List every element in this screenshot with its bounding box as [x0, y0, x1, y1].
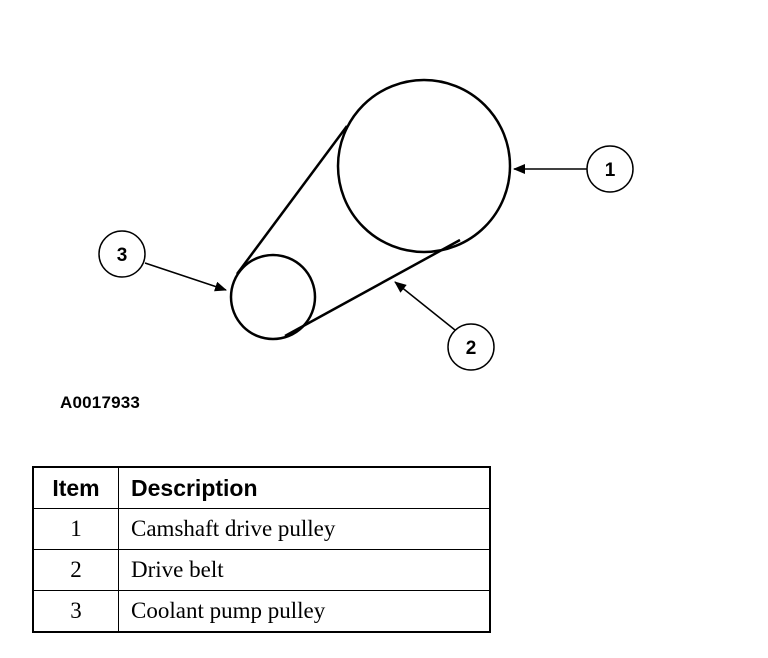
belt-diagram: 1 2 3 [98, 78, 634, 371]
item-number: 2 [32, 549, 119, 591]
callout-1-number: 1 [605, 160, 616, 181]
callout-3-circle [98, 230, 146, 278]
header-item: Item [32, 466, 119, 509]
table-row: 2 Drive belt [32, 549, 491, 591]
header-description: Description [118, 466, 491, 509]
callout-2-circle [447, 323, 495, 371]
legend-table: Item Description 1 Camshaft drive pulley… [32, 466, 491, 633]
callout-2-leader [394, 281, 456, 331]
item-description: Coolant pump pulley [118, 590, 491, 633]
coolant-pump-pulley [229, 253, 317, 341]
camshaft-drive-pulley [336, 78, 512, 254]
callout-3-leader [144, 262, 227, 292]
table-row: 3 Coolant pump pulley [32, 590, 491, 633]
item-number: 3 [32, 590, 119, 633]
figure-id: A0017933 [60, 393, 141, 412]
drive-belt-upper [235, 125, 349, 275]
item-description: Camshaft drive pulley [118, 508, 491, 550]
callout-3-number: 3 [117, 245, 128, 266]
item-description: Drive belt [118, 549, 491, 591]
legend-header-row: Item Description [32, 466, 491, 509]
callout-2-number: 2 [466, 338, 477, 359]
drive-belt-lower [284, 238, 461, 338]
table-row: 1 Camshaft drive pulley [32, 508, 491, 550]
item-number: 1 [32, 508, 119, 550]
